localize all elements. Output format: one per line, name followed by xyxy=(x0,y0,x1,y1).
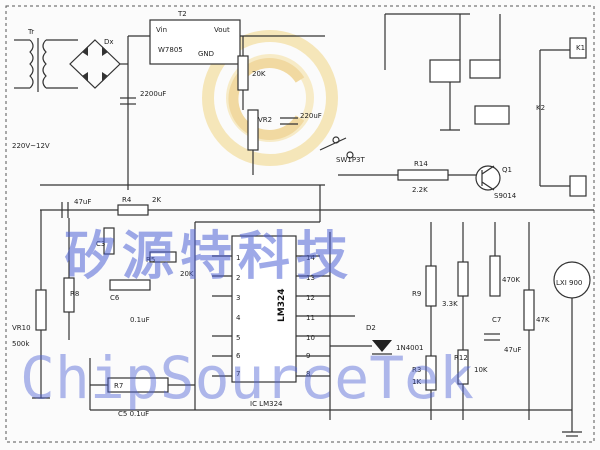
ic-lm324: LM324 1 2 3 4 5 6 7 14 13 12 11 10 9 8 I… xyxy=(194,185,355,420)
resistor-r4: R4 2K xyxy=(117,196,161,216)
pin-7: 7 xyxy=(236,370,240,378)
r4-value: 2K xyxy=(152,196,161,204)
pin-13: 13 xyxy=(306,274,315,282)
transistor-q1: Q1 S9014 xyxy=(475,165,517,200)
outer-border xyxy=(5,5,595,443)
c7-label: C7 xyxy=(492,316,501,324)
selector-switch: SW1P3T xyxy=(319,136,365,164)
capacitor-c4: 47uF xyxy=(61,198,91,218)
c3-label: C3 xyxy=(96,240,105,248)
r12-value: 10K xyxy=(474,366,488,374)
c5-value: C5 0.1uF xyxy=(118,410,149,418)
voltage-regulator: T2 Vin Vout W7805 GND xyxy=(128,10,325,65)
vr2-label: VR2 xyxy=(258,116,272,124)
r7-label: R7 xyxy=(114,382,123,390)
pin-4: 4 xyxy=(236,314,241,322)
op-amp-feedback: C3 R5 20K C6 0.1uF R8 xyxy=(63,218,194,340)
r3-label: R3 xyxy=(412,366,421,374)
d1-part: 1N4001 xyxy=(396,344,424,352)
r3-value: 1K xyxy=(412,378,421,386)
pin-5: 5 xyxy=(236,334,240,342)
pin-8: 8 xyxy=(306,370,310,378)
q1-part: S9014 xyxy=(494,192,517,200)
capacitor-c5: R7 C5 0.1uF xyxy=(89,358,195,418)
r1-value: 20K xyxy=(252,70,266,78)
pin-14: 14 xyxy=(306,254,315,262)
r9-label: R9 xyxy=(412,290,421,298)
c4-value: 47uF xyxy=(74,198,91,206)
r4-label: R4 xyxy=(122,196,132,204)
resistor-r16: 47K xyxy=(523,222,550,420)
vr10-label: VR10 xyxy=(12,324,31,332)
resistor-r9: R9 3.3K xyxy=(412,222,458,356)
bridge-rectifier: Dx xyxy=(69,36,129,190)
r5-label: R5 xyxy=(146,256,155,264)
transformer: Tr 220V~12V xyxy=(12,28,78,150)
capacitor-c1: 2200uF xyxy=(120,90,166,105)
c6-label: C6 xyxy=(110,294,120,302)
speaker: LXI 900 xyxy=(553,261,591,437)
r6-value: 20K xyxy=(180,270,194,278)
q1-label: Q1 xyxy=(502,166,512,174)
regulator-part: W7805 xyxy=(158,46,183,54)
r15-value: 470K xyxy=(502,276,520,284)
transformer-label: Tr xyxy=(27,28,34,36)
bridge-label: Dx xyxy=(104,38,114,46)
c2-value: 220uF xyxy=(300,112,322,120)
r8-label: R8 xyxy=(70,290,79,298)
regulator-vout: Vout xyxy=(214,26,230,34)
pin-12: 12 xyxy=(306,294,315,302)
relay-area: K2 xyxy=(384,13,545,131)
regulator-gnd: GND xyxy=(198,50,214,58)
speaker-label: LXI 900 xyxy=(556,279,582,287)
c6-value: 0.1uF xyxy=(130,316,150,324)
c7-value: 47uF xyxy=(504,346,521,354)
capacitor-c2: 220uF xyxy=(280,112,322,125)
pin-2: 2 xyxy=(236,274,240,282)
relay-k1-label: K1 xyxy=(576,44,585,52)
resistor-r3: R3 1K xyxy=(412,355,437,420)
potentiometer-vr2: VR2 xyxy=(247,109,272,175)
watermark-chinese: 矽源特科技 xyxy=(64,227,354,287)
resistor-r14: R14 2.2K xyxy=(338,160,480,194)
switch-label: SW1P3T xyxy=(336,156,365,164)
ic-bottom-label: IC LM324 xyxy=(250,400,283,408)
pin-11: 11 xyxy=(306,314,315,322)
regulator-vin: Vin xyxy=(156,26,167,34)
trimmer-r1: 20K xyxy=(237,36,266,110)
resistor-r12: R12 10K xyxy=(454,222,488,420)
pin-3: 3 xyxy=(236,294,240,302)
vr10-value: 500k xyxy=(12,340,30,348)
watermark-english: ChipSourceTek xyxy=(20,344,474,412)
r12-label: R12 xyxy=(454,354,468,362)
ic-label: LM324 xyxy=(277,289,287,322)
pin-1: 1 xyxy=(236,254,240,262)
pin-10: 10 xyxy=(306,334,315,342)
d2-label: D2 xyxy=(366,324,376,332)
c1-value: 2200uF xyxy=(140,90,166,98)
r14-value: 2.2K xyxy=(412,186,428,194)
r16-value: 47K xyxy=(536,316,550,324)
pin-6: 6 xyxy=(236,352,241,360)
r14-label: R14 xyxy=(414,160,428,168)
r9-value: 3.3K xyxy=(442,300,458,308)
resistor-r15: 470K xyxy=(489,222,520,297)
input-voltage-label: 220V~12V xyxy=(12,142,50,150)
potentiometer-vr10: VR10 500k xyxy=(12,210,50,399)
capacitor-c7: C7 47uF xyxy=(484,316,521,354)
connector-k1: K1 xyxy=(539,37,587,197)
regulator-ref: T2 xyxy=(177,10,187,18)
diode-d1: D2 1N4001 xyxy=(330,324,424,355)
